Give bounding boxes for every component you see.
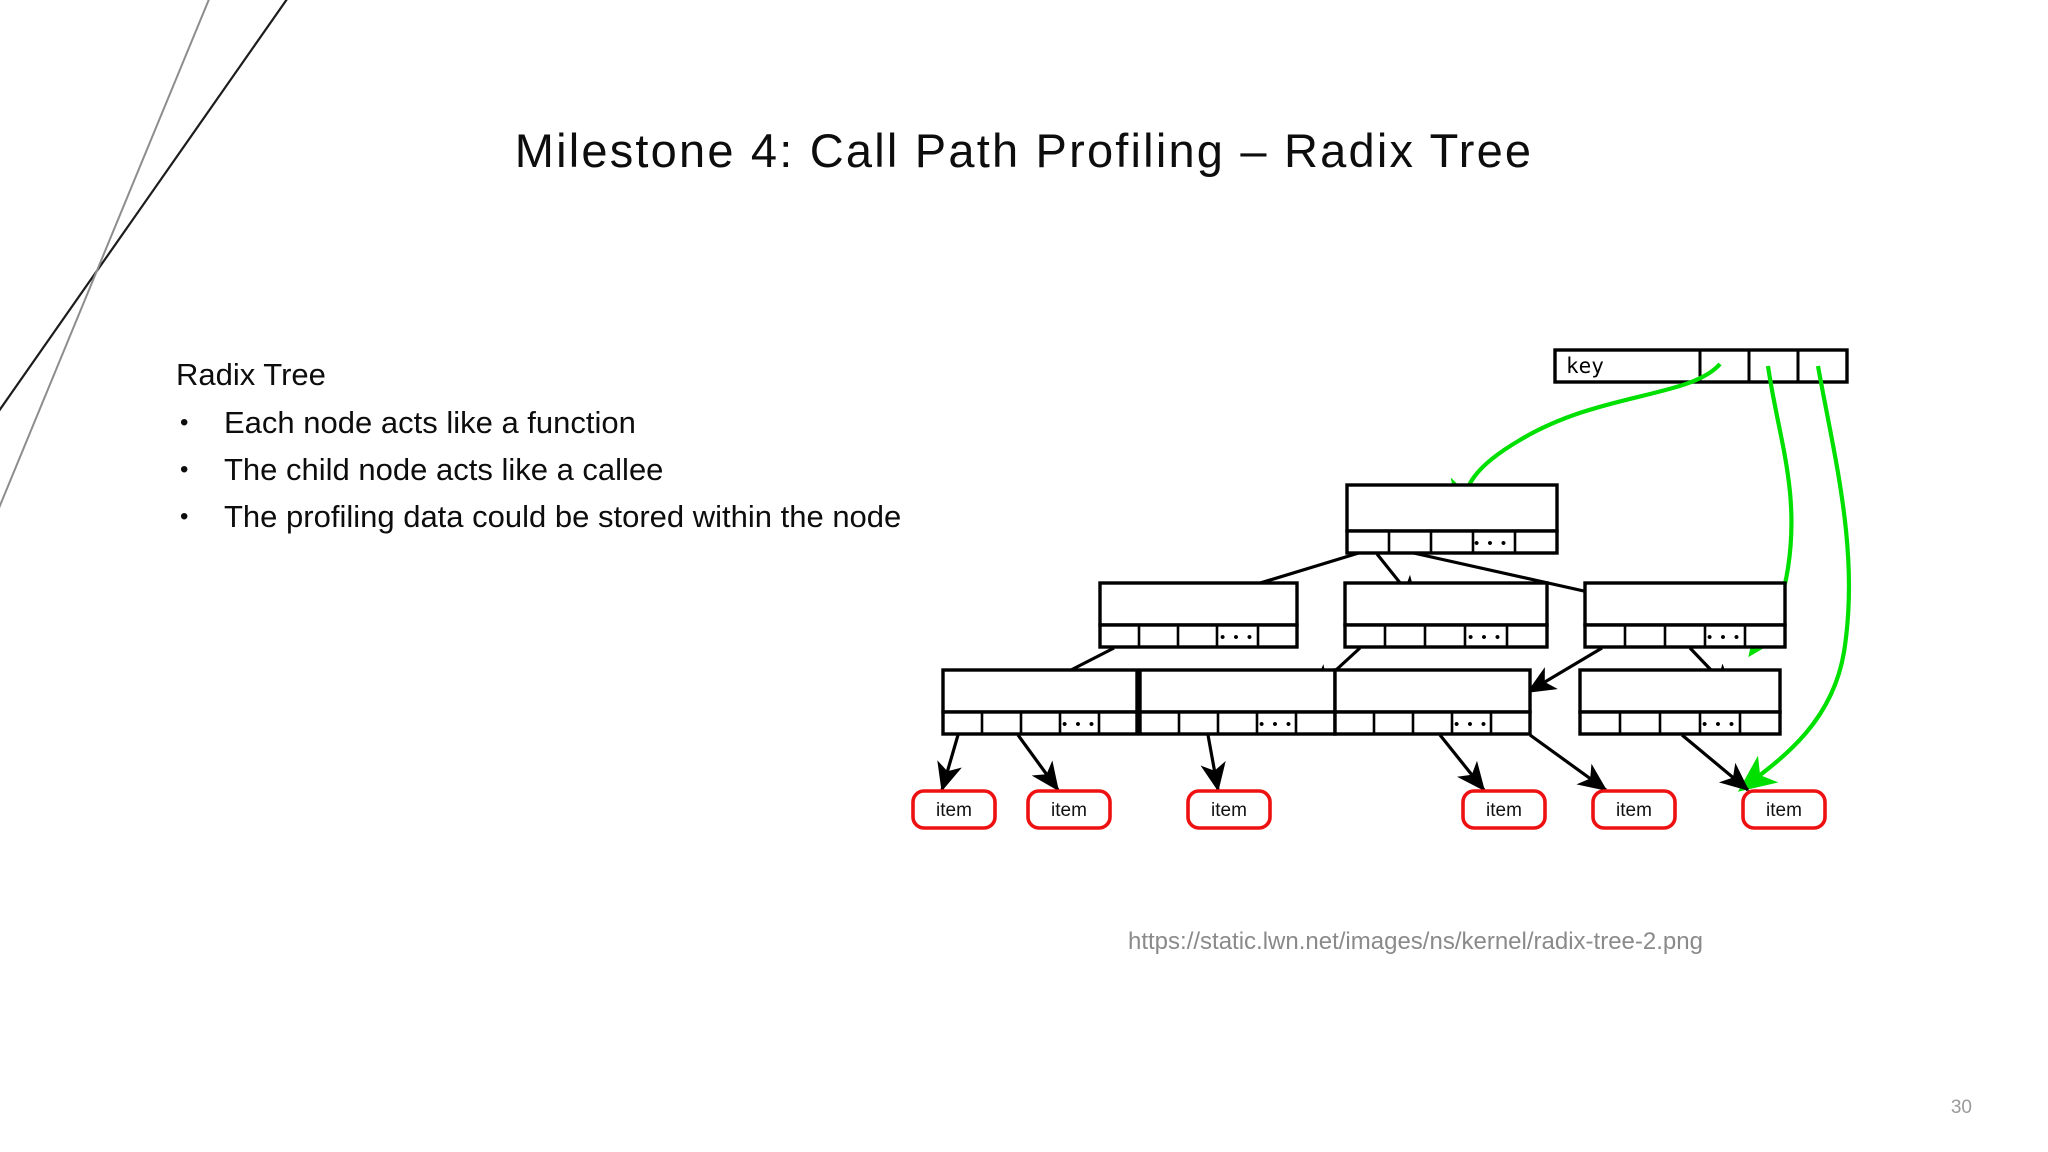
- level-2-node-3-ellipsis: • • •: [1707, 629, 1741, 646]
- page-number: 30: [1950, 1097, 1972, 1118]
- arrow-level3-node1-to-item1: [937, 734, 962, 792]
- arrow-level3-node2-to-item3: [1200, 734, 1226, 792]
- root-node-ellipsis: • • •: [1474, 535, 1508, 552]
- page-title: Milestone 4: Call Path Profiling – Radix…: [514, 124, 1534, 177]
- item-box: item: [1461, 789, 1547, 830]
- radix-tree-diagram: key: [900, 340, 1960, 920]
- arrow-level3-node3-to-item5: [1529, 733, 1608, 792]
- arrow-level3-node3-to-item4: [1438, 734, 1486, 792]
- item-box-label: item: [1766, 800, 1802, 821]
- bullet-list: • Each node acts like a function • The c…: [176, 400, 1136, 540]
- list-item: • The child node acts like a callee: [176, 447, 1136, 493]
- item-box-label: item: [1616, 800, 1652, 821]
- highlight-path-to-level3-node4: [1737, 365, 1852, 792]
- item-box-label: item: [1051, 800, 1087, 821]
- level-3-node-1-ellipsis: • • •: [1062, 716, 1096, 733]
- item-box-label: item: [1211, 800, 1247, 821]
- list-item-label: Each node acts like a function: [224, 405, 636, 440]
- list-item: • The profiling data could be stored wit…: [176, 494, 1136, 540]
- bullet-marker-icon: •: [180, 409, 189, 436]
- diagram-source-caption: https://static.lwn.net/images/ns/kernel/…: [1128, 928, 1703, 955]
- level-3-node-1: • • •: [941, 668, 1139, 736]
- lead-paragraph: Radix Tree: [176, 357, 326, 392]
- item-box: item: [1186, 789, 1272, 830]
- arrow-level3-node4-to-item6: [1680, 733, 1750, 792]
- item-box: item: [1026, 789, 1112, 830]
- root-node: • • •: [1345, 483, 1559, 555]
- arrow-level2-node3-to-level3-node3: [1526, 646, 1603, 694]
- item-box-label: item: [1486, 800, 1522, 821]
- arrow-level3-node1-to-item2: [1016, 734, 1060, 792]
- item-box-label: item: [936, 800, 972, 821]
- item-box: item: [911, 789, 997, 830]
- item-box: item: [1741, 789, 1827, 830]
- level-2-node-2: • • •: [1343, 581, 1549, 649]
- level-3-node-3-ellipsis: • • •: [1454, 716, 1488, 733]
- level-3-node-2: • • •: [1138, 668, 1337, 736]
- body-text-block: Radix Tree • Each node acts like a funct…: [176, 352, 1136, 540]
- list-item-label: The child node acts like a callee: [224, 452, 664, 487]
- bullet-marker-icon: •: [180, 503, 189, 530]
- level-3-node-4-ellipsis: • • •: [1702, 716, 1736, 733]
- level-2-node-1-ellipsis: • • •: [1220, 629, 1254, 646]
- level-3-node-4: • • •: [1578, 668, 1782, 736]
- level-2-node-2-ellipsis: • • •: [1468, 629, 1502, 646]
- level-2-node-1: • • •: [1098, 581, 1299, 649]
- level-3-node-2-ellipsis: • • •: [1259, 716, 1293, 733]
- level-2-node-3: • • •: [1583, 581, 1787, 649]
- bullet-marker-icon: •: [180, 456, 189, 483]
- level-3-node-3: • • •: [1333, 668, 1532, 736]
- list-item-label: The profiling data could be stored withi…: [224, 499, 902, 534]
- list-item: • Each node acts like a function: [176, 400, 1136, 446]
- item-box: item: [1591, 789, 1677, 830]
- key-node-label: key: [1566, 354, 1604, 378]
